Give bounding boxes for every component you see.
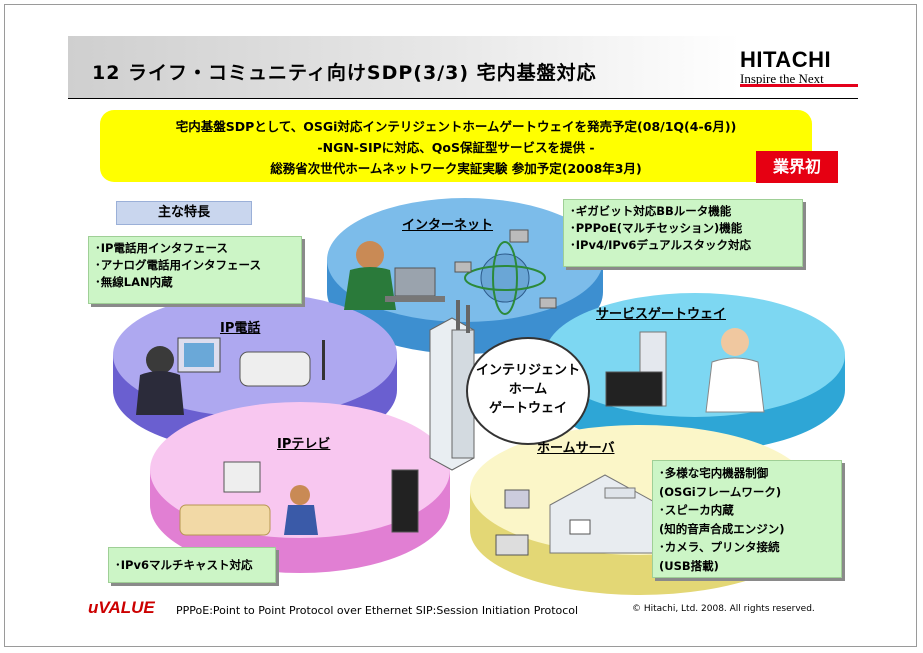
ip-phone-label: IP電話 [220,321,261,336]
gateway-label-line-3: ゲートウェイ [488,401,567,416]
title-underline [68,98,858,99]
feature-item: ･PPPoE(マルチセッション)機能 [570,221,743,235]
person-at-laptop-icon [344,241,445,310]
server-features-box: ･多様な宅内機器制御 (OSGiフレームワーク) ･スピーカ内蔵 (知的音声合成… [652,460,842,578]
industry-first-badge: 業界初 [756,151,838,183]
main-features-label: 主な特長 [116,201,252,225]
feature-item: ･アナログ電話用インタフェース [95,258,261,272]
feature-item: ･IPv6マルチキャスト対応 [115,558,253,572]
globe-icon [454,229,557,315]
title-bar [68,36,858,98]
feature-item: ･ギガビット対応BBルータ機能 [570,204,732,218]
abbreviation-notes: PPPoE:Point to Point Protocol over Ether… [176,604,579,617]
gateway-label-line-2: ホーム [508,382,548,397]
slide-border [4,4,917,647]
feature-item: (知的音声合成エンジン) [659,521,785,536]
videophone-icon [136,337,325,415]
home-gateway-device-icon [429,300,475,471]
home-appliances-icon [605,328,765,413]
home-server-label: ホームサーバ [537,441,615,456]
intelligent-home-gateway-label: インテリジェント ホーム ゲートウェイ [466,337,590,445]
logo-main-text: HITACHI [740,47,832,72]
service-gateway-label: サービスゲートウェイ [596,307,727,322]
logo-red-rule [740,84,858,87]
phone-features-box: ･IP電話用インタフェース ･アナログ電話用インタフェース ･無線LAN内蔵 [88,236,302,304]
feature-item: ･IPv4/IPv6デュアルスタック対応 [570,238,752,252]
banner-line-3: 総務省次世代ホームネットワーク実証実験 参加予定(2008年3月) [270,161,642,176]
banner-line-1: 宅内基盤SDPとして、OSGi対応インテリジェントホームゲートウェイを発売予定(… [175,119,737,134]
feature-item: ･多様な宅内機器制御 [659,466,769,480]
feature-item: ･無線LAN内蔵 [95,275,173,289]
headline-banner: 宅内基盤SDPとして、OSGi対応インテリジェントホームゲートウェイを発売予定(… [100,110,812,182]
internet-features-box: ･ギガビット対応BBルータ機能 ･PPPoE(マルチセッション)機能 ･IPv4… [563,199,803,267]
logo-tagline: Inspire the Next [740,71,824,86]
feature-item: (OSGiフレームワーク) [659,484,782,499]
internet-label: インターネット [402,218,494,233]
home-server-devices-icon [495,474,661,556]
feature-item: ･カメラ、プリンタ接続 [659,540,780,554]
copyright-notice: © Hitachi, Ltd. 2008. All rights reserve… [632,604,815,614]
gateway-label-line-1: インテリジェント [475,363,580,378]
hitachi-logo: HITACHI Inspire the Next [740,47,845,87]
page-title: 12 ライフ・コミュニティ向けSDP(3/3) 宅内基盤対応 [92,62,597,84]
uvalue-logo: uVALUE [88,598,155,617]
ip-tv-label: IPテレビ [277,437,331,452]
tv-features-box: ･IPv6マルチキャスト対応 [108,547,276,583]
banner-line-2: -NGN-SIPに対応、QoS保証型サービスを提供 - [317,140,595,155]
feature-item: (USB搭載) [659,558,719,573]
feature-item: ･IP電話用インタフェース [95,241,228,255]
feature-item: ･スピーカ内蔵 [659,503,734,517]
living-room-tv-icon [179,461,419,536]
